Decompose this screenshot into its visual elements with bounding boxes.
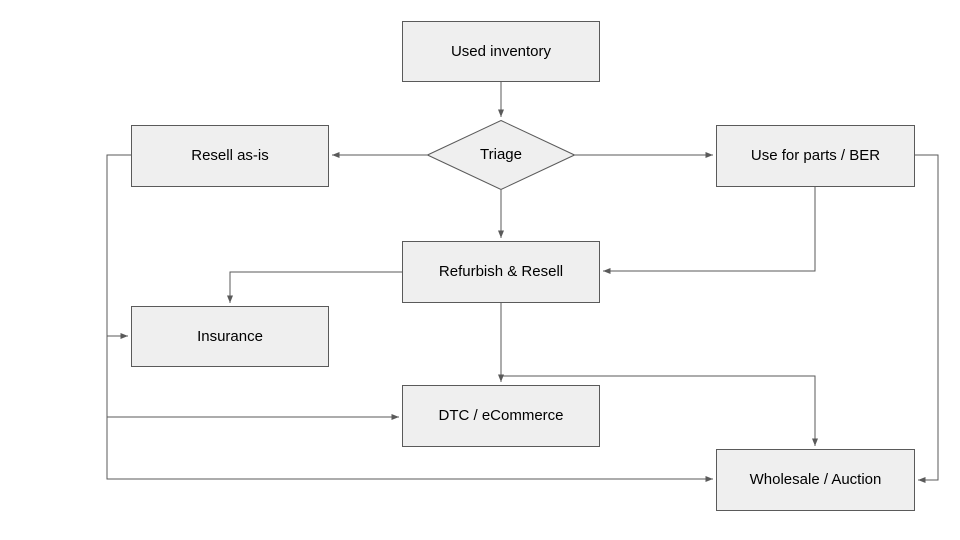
node-used-inventory-label: Used inventory bbox=[450, 42, 552, 60]
node-wholesale-auction-label: Wholesale / Auction bbox=[749, 471, 882, 488]
edge-use-for-parts-ber-to-wholesale-auction bbox=[915, 154, 939, 483]
node-dtc-ecommerce-label: DTC / eCommerce bbox=[438, 407, 564, 424]
node-used-inventory: Used inventory bbox=[402, 21, 600, 82]
edge-resell-as-is-to-dtc-ecommerce bbox=[106, 154, 399, 420]
edge-resell-as-is-to-wholesale-auction bbox=[106, 154, 713, 482]
node-insurance-label: Insurance bbox=[197, 327, 263, 345]
edge-resell-as-is-to-insurance bbox=[106, 154, 131, 339]
node-use-for-parts-ber-label: Use for parts / BER bbox=[750, 147, 881, 164]
node-resell-as-is: Resell as-is bbox=[131, 125, 329, 187]
node-use-for-parts-ber: Use for parts / BER bbox=[716, 125, 915, 187]
node-resell-as-is-label: Resell as-is bbox=[191, 147, 269, 164]
edge-use-for-parts-ber-to-refurbish-resell bbox=[603, 187, 816, 274]
node-insurance: Insurance bbox=[131, 306, 329, 367]
node-refurbish-resell-label: Refurbish & Resell bbox=[438, 263, 564, 280]
edge-refurbish-resell-to-insurance bbox=[227, 271, 402, 303]
node-refurbish-resell: Refurbish & Resell bbox=[402, 241, 600, 303]
triage-diamond-shape bbox=[427, 120, 575, 190]
node-triage: Triage bbox=[427, 120, 575, 190]
node-wholesale-auction: Wholesale / Auction bbox=[716, 449, 915, 511]
edge-refurbish-resell-to-wholesale-auction bbox=[500, 303, 818, 446]
node-triage-label: Triage bbox=[480, 146, 522, 163]
node-dtc-ecommerce: DTC / eCommerce bbox=[402, 385, 600, 447]
triage-diamond-icon bbox=[427, 120, 575, 190]
